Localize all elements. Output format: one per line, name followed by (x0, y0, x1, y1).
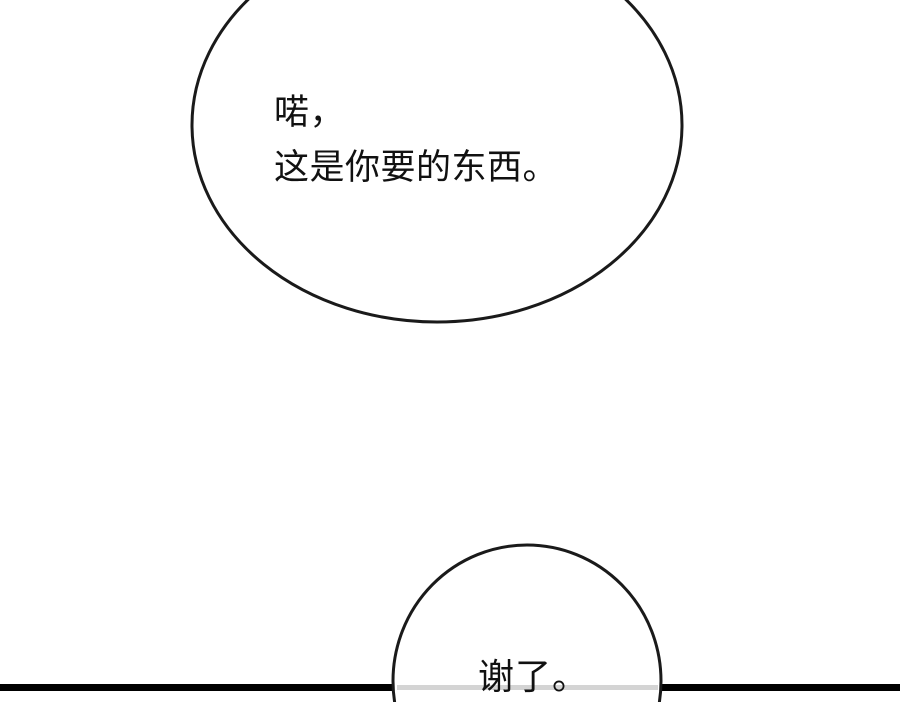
divider-overlay (397, 685, 658, 690)
bubble-bottom-line-1: 谢了。 (478, 657, 590, 698)
speech-bubble-bottom (391, 543, 663, 702)
bubble-top-line-2: 这是你要的东西。 (274, 148, 559, 188)
bubble-top-line-1: 喏， (274, 93, 346, 133)
speech-bubble-top (190, 0, 684, 324)
